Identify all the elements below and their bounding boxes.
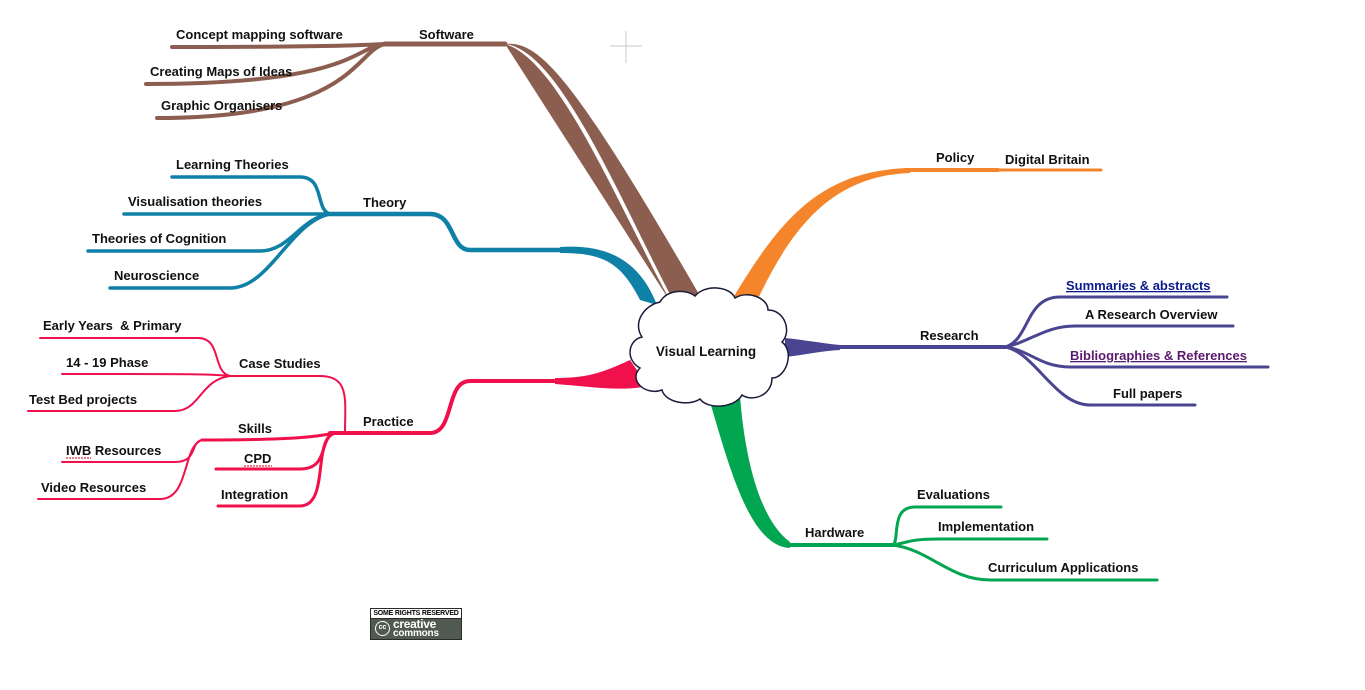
software-child-creating-maps[interactable]: Creating Maps of Ideas (150, 64, 292, 79)
theory-main-connector[interactable] (327, 211, 563, 253)
research-child-full-papers[interactable]: Full papers (1113, 386, 1182, 401)
theory-child-cognition[interactable]: Theories of Cognition (92, 231, 226, 246)
software-link-graphic-organisers (155, 42, 387, 120)
case-link-test-bed (27, 375, 231, 412)
software-label[interactable]: Software (419, 27, 474, 42)
practice-link-integration (216, 431, 337, 508)
policy-child-digital-britain[interactable]: Digital Britain (1005, 152, 1090, 167)
integration-label[interactable]: Integration (221, 487, 288, 502)
center-cloud-shape (629, 287, 789, 407)
center-label: Visual Learning (656, 344, 756, 359)
skills-child-video[interactable]: Video Resources (41, 480, 146, 495)
case-child-14-19[interactable]: 14 - 19 Phase (66, 355, 148, 370)
hardware-label[interactable]: Hardware (805, 525, 864, 540)
policy-main-connector[interactable] (733, 168, 910, 305)
practice-label[interactable]: Practice (363, 414, 414, 429)
theory-child-learning[interactable]: Learning Theories (176, 157, 289, 172)
hardware-child-implementation[interactable]: Implementation (938, 519, 1034, 534)
hardware-link-implementation (891, 537, 1049, 547)
research-link-full-papers (1003, 345, 1197, 407)
hardware-child-evaluations[interactable]: Evaluations (917, 487, 990, 502)
cc-rights-text: SOME RIGHTS RESERVED (371, 609, 461, 619)
software-link-concept-mapping (170, 42, 387, 49)
theory-child-visualisation[interactable]: Visualisation theories (128, 194, 262, 209)
cc-logo-icon: cc (375, 621, 390, 636)
theory-child-neuroscience[interactable]: Neuroscience (114, 268, 199, 283)
practice-branch (27, 337, 648, 508)
research-link-overview (1003, 324, 1235, 349)
hardware-link-evaluations (891, 505, 1003, 547)
software-main-connector[interactable] (505, 44, 673, 306)
policy-branch (733, 168, 1103, 305)
cpd-label[interactable]: CPD (244, 451, 271, 466)
practice-main-connector[interactable] (328, 379, 557, 435)
practice-link-case-studies (229, 375, 347, 434)
research-link-summaries (1003, 295, 1229, 349)
case-link-14-19 (61, 373, 231, 377)
hardware-child-curriculum[interactable]: Curriculum Applications (988, 560, 1138, 575)
theory-link-neuroscience (108, 212, 332, 290)
creative-commons-badge[interactable]: SOME RIGHTS RESERVED cc creative commons (370, 608, 462, 640)
case-studies-label[interactable]: Case Studies (239, 356, 321, 371)
software-link-creating-maps (144, 42, 387, 86)
skills-link-video (37, 439, 203, 500)
research-child-summaries-link[interactable]: Summaries & abstracts (1066, 278, 1211, 293)
hardware-link-curriculum (891, 543, 1159, 582)
software-child-graphic-organisers[interactable]: Graphic Organisers (161, 98, 282, 113)
research-label[interactable]: Research (920, 328, 979, 343)
hardware-branch (708, 395, 1159, 582)
crosshair-cursor-icon (610, 31, 642, 63)
research-child-bibliographies-link[interactable]: Bibliographies & References (1070, 348, 1247, 363)
software-child-concept-mapping[interactable]: Concept mapping software (176, 27, 343, 42)
skills-child-iwb[interactable]: IWB Resources (66, 443, 161, 458)
center-node[interactable]: Visual Learning (629, 287, 789, 407)
cc-word-commons: commons (393, 628, 439, 639)
research-child-overview[interactable]: A Research Overview (1085, 307, 1218, 322)
policy-label[interactable]: Policy (936, 150, 975, 165)
theory-branch (86, 175, 657, 305)
research-branch (785, 295, 1270, 407)
case-child-test-bed[interactable]: Test Bed projects (29, 392, 137, 407)
software-branch (144, 41, 700, 306)
cc-word-creative: creative (393, 617, 436, 631)
skills-label[interactable]: Skills (238, 421, 272, 436)
theory-link-learning (170, 175, 332, 216)
research-main-connector[interactable] (785, 338, 840, 357)
theory-label[interactable]: Theory (363, 195, 407, 210)
hardware-main-connector[interactable] (708, 395, 790, 548)
case-child-early-years[interactable]: Early Years & Primary (43, 318, 182, 333)
case-link-early-years (39, 337, 231, 377)
